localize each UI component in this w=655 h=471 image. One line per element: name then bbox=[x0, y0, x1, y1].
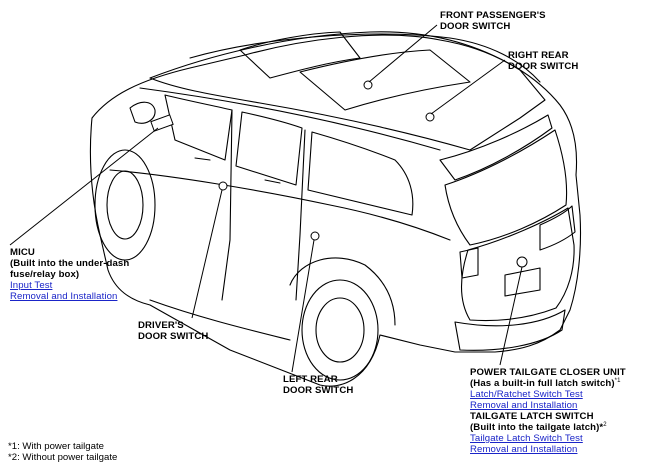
front-door-handle bbox=[194, 157, 211, 161]
tailgate-label: POWER TAILGATE CLOSER UNIT (Has a built-… bbox=[470, 367, 626, 455]
front-side-window bbox=[164, 94, 233, 161]
latch-switch-test-link[interactable]: Tailgate Latch Switch Test bbox=[470, 433, 583, 444]
latch-footnote-ref: 2 bbox=[603, 421, 607, 428]
front-passenger-switch bbox=[363, 80, 373, 90]
tail-light-left bbox=[459, 247, 479, 279]
front-wheel bbox=[94, 149, 156, 261]
drivers-door-switch bbox=[218, 181, 228, 191]
micu-desc-line1: (Built into the under-dash bbox=[10, 258, 130, 269]
rear-door-handle bbox=[264, 179, 281, 184]
front-door-line bbox=[221, 109, 233, 301]
leader-tailgate bbox=[499, 266, 523, 366]
license-plate bbox=[504, 267, 541, 297]
leader-micu bbox=[9, 127, 159, 246]
rear-side-window bbox=[235, 111, 303, 186]
front-passenger-line2: DOOR SWITCH bbox=[440, 21, 511, 32]
right-rear-switch bbox=[425, 112, 435, 122]
rear-bumper bbox=[454, 309, 566, 351]
body-side-line bbox=[109, 169, 451, 241]
right-rear-door-switch-label: RIGHT REAR DOOR SWITCH bbox=[508, 50, 578, 72]
right-rear-line1: RIGHT REAR bbox=[508, 50, 569, 61]
rear-wheel-hub bbox=[315, 297, 365, 363]
quarter-window bbox=[307, 131, 414, 216]
leader-right-rear bbox=[430, 59, 506, 115]
rear-wheel bbox=[301, 279, 379, 381]
tail-light-right bbox=[539, 205, 576, 251]
front-passenger-door-switch-label: FRONT PASSENGER'S DOOR SWITCH bbox=[440, 10, 546, 32]
left-rear-line1: LEFT REAR bbox=[283, 374, 338, 385]
right-rear-line2: DOOR SWITCH bbox=[508, 61, 579, 72]
latch-removal-link[interactable]: Removal and Installation bbox=[470, 444, 578, 455]
rear-wheel-arch bbox=[289, 257, 396, 326]
latch-desc-text: (Built into the tailgate latch)* bbox=[470, 422, 604, 433]
tailgate-latch-unit bbox=[516, 256, 528, 268]
latch-switch-desc: (Built into the tailgate latch)*2 bbox=[470, 422, 626, 433]
footnote-2: *2: Without power tailgate bbox=[8, 452, 118, 463]
closer-footnote-ref: *1 bbox=[614, 377, 621, 384]
closer-unit-title: POWER TAILGATE CLOSER UNIT bbox=[470, 367, 626, 378]
car-roof bbox=[149, 31, 546, 151]
micu-title: MICU bbox=[10, 247, 35, 258]
micu-unit bbox=[150, 114, 174, 132]
latch-switch-title: TAILGATE LATCH SWITCH bbox=[470, 411, 594, 422]
micu-desc-line2: fuse/relay box) bbox=[10, 269, 80, 280]
car-body-outline bbox=[89, 34, 582, 387]
closer-desc-text: (Has a built-in full latch switch) bbox=[470, 378, 615, 389]
front-wheel-hub bbox=[106, 170, 144, 240]
left-rear-line2: DOOR SWITCH bbox=[283, 385, 354, 396]
footnote-1: *1: With power tailgate bbox=[8, 441, 104, 452]
rear-window bbox=[444, 129, 568, 246]
side-mirror bbox=[129, 101, 156, 124]
sunroof-front bbox=[239, 31, 361, 79]
closer-removal-link[interactable]: Removal and Installation bbox=[470, 400, 578, 411]
roof-rail-right bbox=[189, 33, 541, 83]
drivers-line1: DRIVER'S bbox=[138, 320, 184, 331]
tailgate-panel bbox=[461, 207, 575, 322]
rear-spoiler bbox=[439, 114, 553, 181]
micu-input-test-link[interactable]: Input Test bbox=[10, 280, 53, 291]
left-rear-door-switch bbox=[310, 231, 320, 241]
rocker-line bbox=[149, 299, 291, 341]
latch-ratchet-test-link[interactable]: Latch/Ratchet Switch Test bbox=[470, 389, 583, 400]
left-rear-door-switch-label: LEFT REAR DOOR SWITCH bbox=[283, 374, 353, 396]
footnotes: *1: With power tailgate *2: Without powe… bbox=[8, 441, 117, 463]
roof-rail-left bbox=[139, 87, 441, 151]
sunroof-rear bbox=[299, 49, 471, 111]
leader-front-passenger bbox=[368, 24, 438, 83]
closer-unit-desc: (Has a built-in full latch switch)*1 bbox=[470, 378, 626, 389]
micu-removal-link[interactable]: Removal and Installation bbox=[10, 291, 118, 302]
drivers-line2: DOOR SWITCH bbox=[138, 331, 209, 342]
leader-left-rear bbox=[291, 239, 315, 373]
micu-label: MICU (Built into the under-dash fuse/rel… bbox=[10, 247, 129, 302]
leader-drivers bbox=[191, 189, 223, 319]
rear-door-line bbox=[295, 129, 306, 301]
drivers-door-switch-label: DRIVER'S DOOR SWITCH bbox=[138, 320, 208, 342]
front-passenger-line1: FRONT PASSENGER'S bbox=[440, 10, 546, 21]
